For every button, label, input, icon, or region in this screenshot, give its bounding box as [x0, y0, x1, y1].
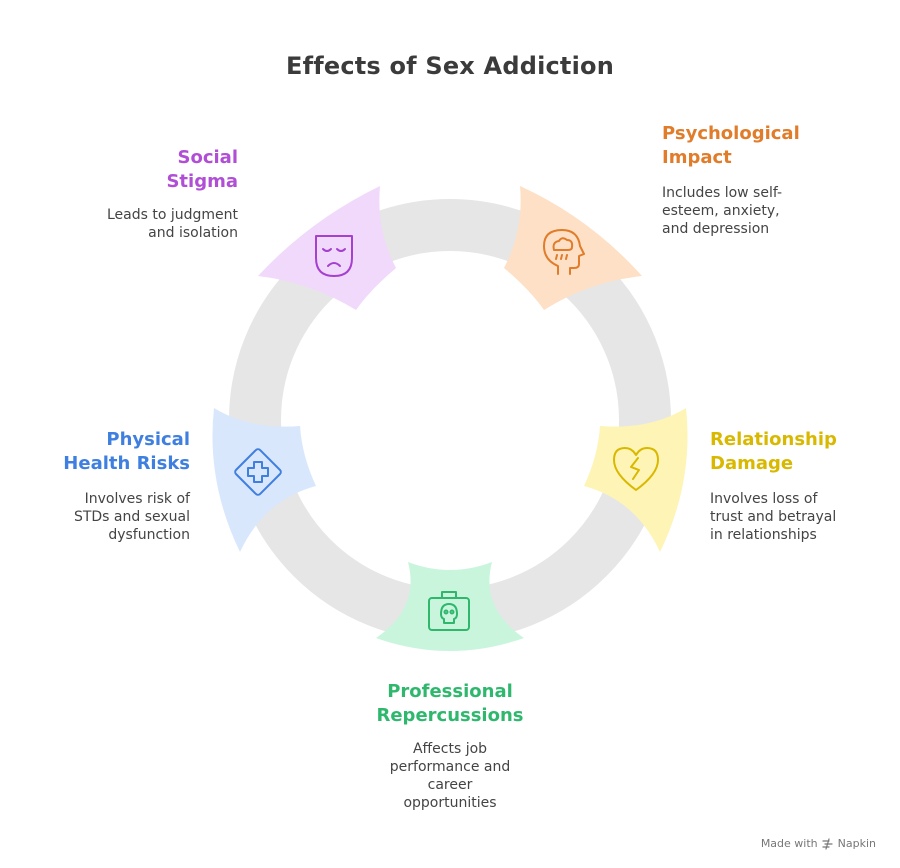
medical-cross-icon: [234, 448, 282, 496]
segment-relationship-damage: [584, 408, 688, 552]
label-line: Impact: [662, 147, 732, 168]
social-stigma-description: Leads to judgment and isolation: [60, 206, 238, 242]
napkin-brand-text: Napkin: [837, 837, 876, 850]
segment-physical-health-risks: [212, 408, 316, 552]
label-line: Psychological: [662, 123, 800, 144]
desc-line: STDs and sexual: [73, 509, 190, 525]
diagram-title: Effects of Sex Addiction: [285, 52, 615, 80]
desc-line: career: [427, 777, 473, 793]
desc-line: Leads to judgment: [106, 207, 238, 223]
social-stigma-label: Social Stigma: [98, 146, 238, 194]
segment-social-stigma: [258, 186, 396, 310]
label-line: Damage: [710, 453, 794, 474]
desc-line: esteem, anxiety,: [662, 203, 780, 219]
segment-psychological-impact: [504, 186, 642, 310]
psychological-impact-description: Includes low self- esteem, anxiety, and …: [662, 184, 862, 238]
desc-line: dysfunction: [108, 527, 190, 543]
label-line: Health Risks: [63, 453, 190, 474]
desc-line: Includes low self-: [662, 185, 783, 201]
psychological-impact-label: Psychological Impact: [662, 122, 862, 170]
napkin-logo-icon: [822, 837, 833, 850]
desc-line: Involves risk of: [84, 491, 190, 507]
desc-line: in relationships: [710, 527, 817, 543]
label-line: Stigma: [166, 171, 238, 192]
label-line: Social: [177, 147, 239, 168]
head-storm-cloud-icon: [543, 229, 585, 275]
desc-line: Affects job: [412, 741, 488, 757]
desc-line: and isolation: [148, 225, 238, 241]
physical-health-risks-label: Physical Health Risks: [20, 428, 190, 476]
sad-mask-icon: [315, 235, 353, 277]
label-line: Relationship: [710, 429, 837, 450]
broken-heart-icon: [613, 447, 659, 491]
relationship-damage-label: Relationship Damage: [710, 428, 890, 476]
professional-repercussions-label: Professional Repercussions: [330, 680, 570, 728]
desc-line: performance and: [389, 759, 511, 775]
briefcase-skull-icon: [428, 591, 470, 631]
desc-line: opportunities: [403, 795, 497, 811]
label-line: Repercussions: [376, 705, 524, 726]
physical-health-risks-description: Involves risk of STDs and sexual dysfunc…: [20, 490, 190, 544]
made-with-napkin-footer: Made with Napkin: [761, 837, 876, 850]
label-line: Physical: [106, 429, 190, 450]
professional-repercussions-description: Affects job performance and career oppor…: [350, 740, 550, 812]
segment-professional-repercussions: [376, 562, 524, 651]
desc-line: Involves loss of: [710, 491, 818, 507]
desc-line: trust and betrayal: [710, 509, 837, 525]
desc-line: and depression: [662, 221, 770, 237]
made-with-text: Made with: [760, 837, 818, 850]
relationship-damage-description: Involves loss of trust and betrayal in r…: [710, 490, 890, 544]
label-line: Professional: [387, 681, 513, 702]
